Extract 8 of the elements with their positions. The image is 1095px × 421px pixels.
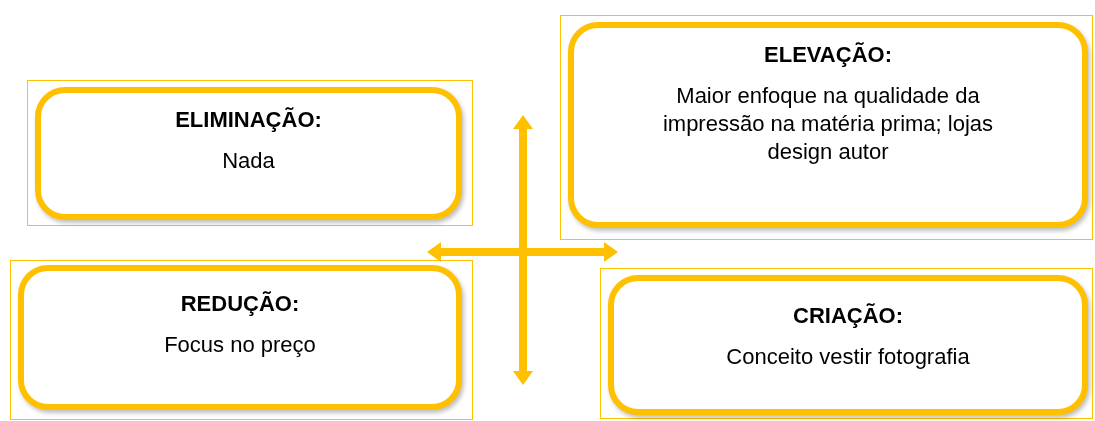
box-text: Nada — [222, 147, 275, 175]
box-heading: ELEVAÇÃO: — [764, 42, 892, 68]
box-text: Focus no preço — [164, 331, 316, 359]
box-heading: ELIMINAÇÃO: — [175, 107, 322, 133]
box-heading: CRIAÇÃO: — [793, 303, 903, 329]
box-text: Maior enfoque na qualidade da impressão na matéria prima; lojas design autor — [661, 82, 995, 166]
box-heading: REDUÇÃO: — [180, 291, 300, 317]
box-text: Conceito vestir fotografia — [726, 343, 970, 371]
